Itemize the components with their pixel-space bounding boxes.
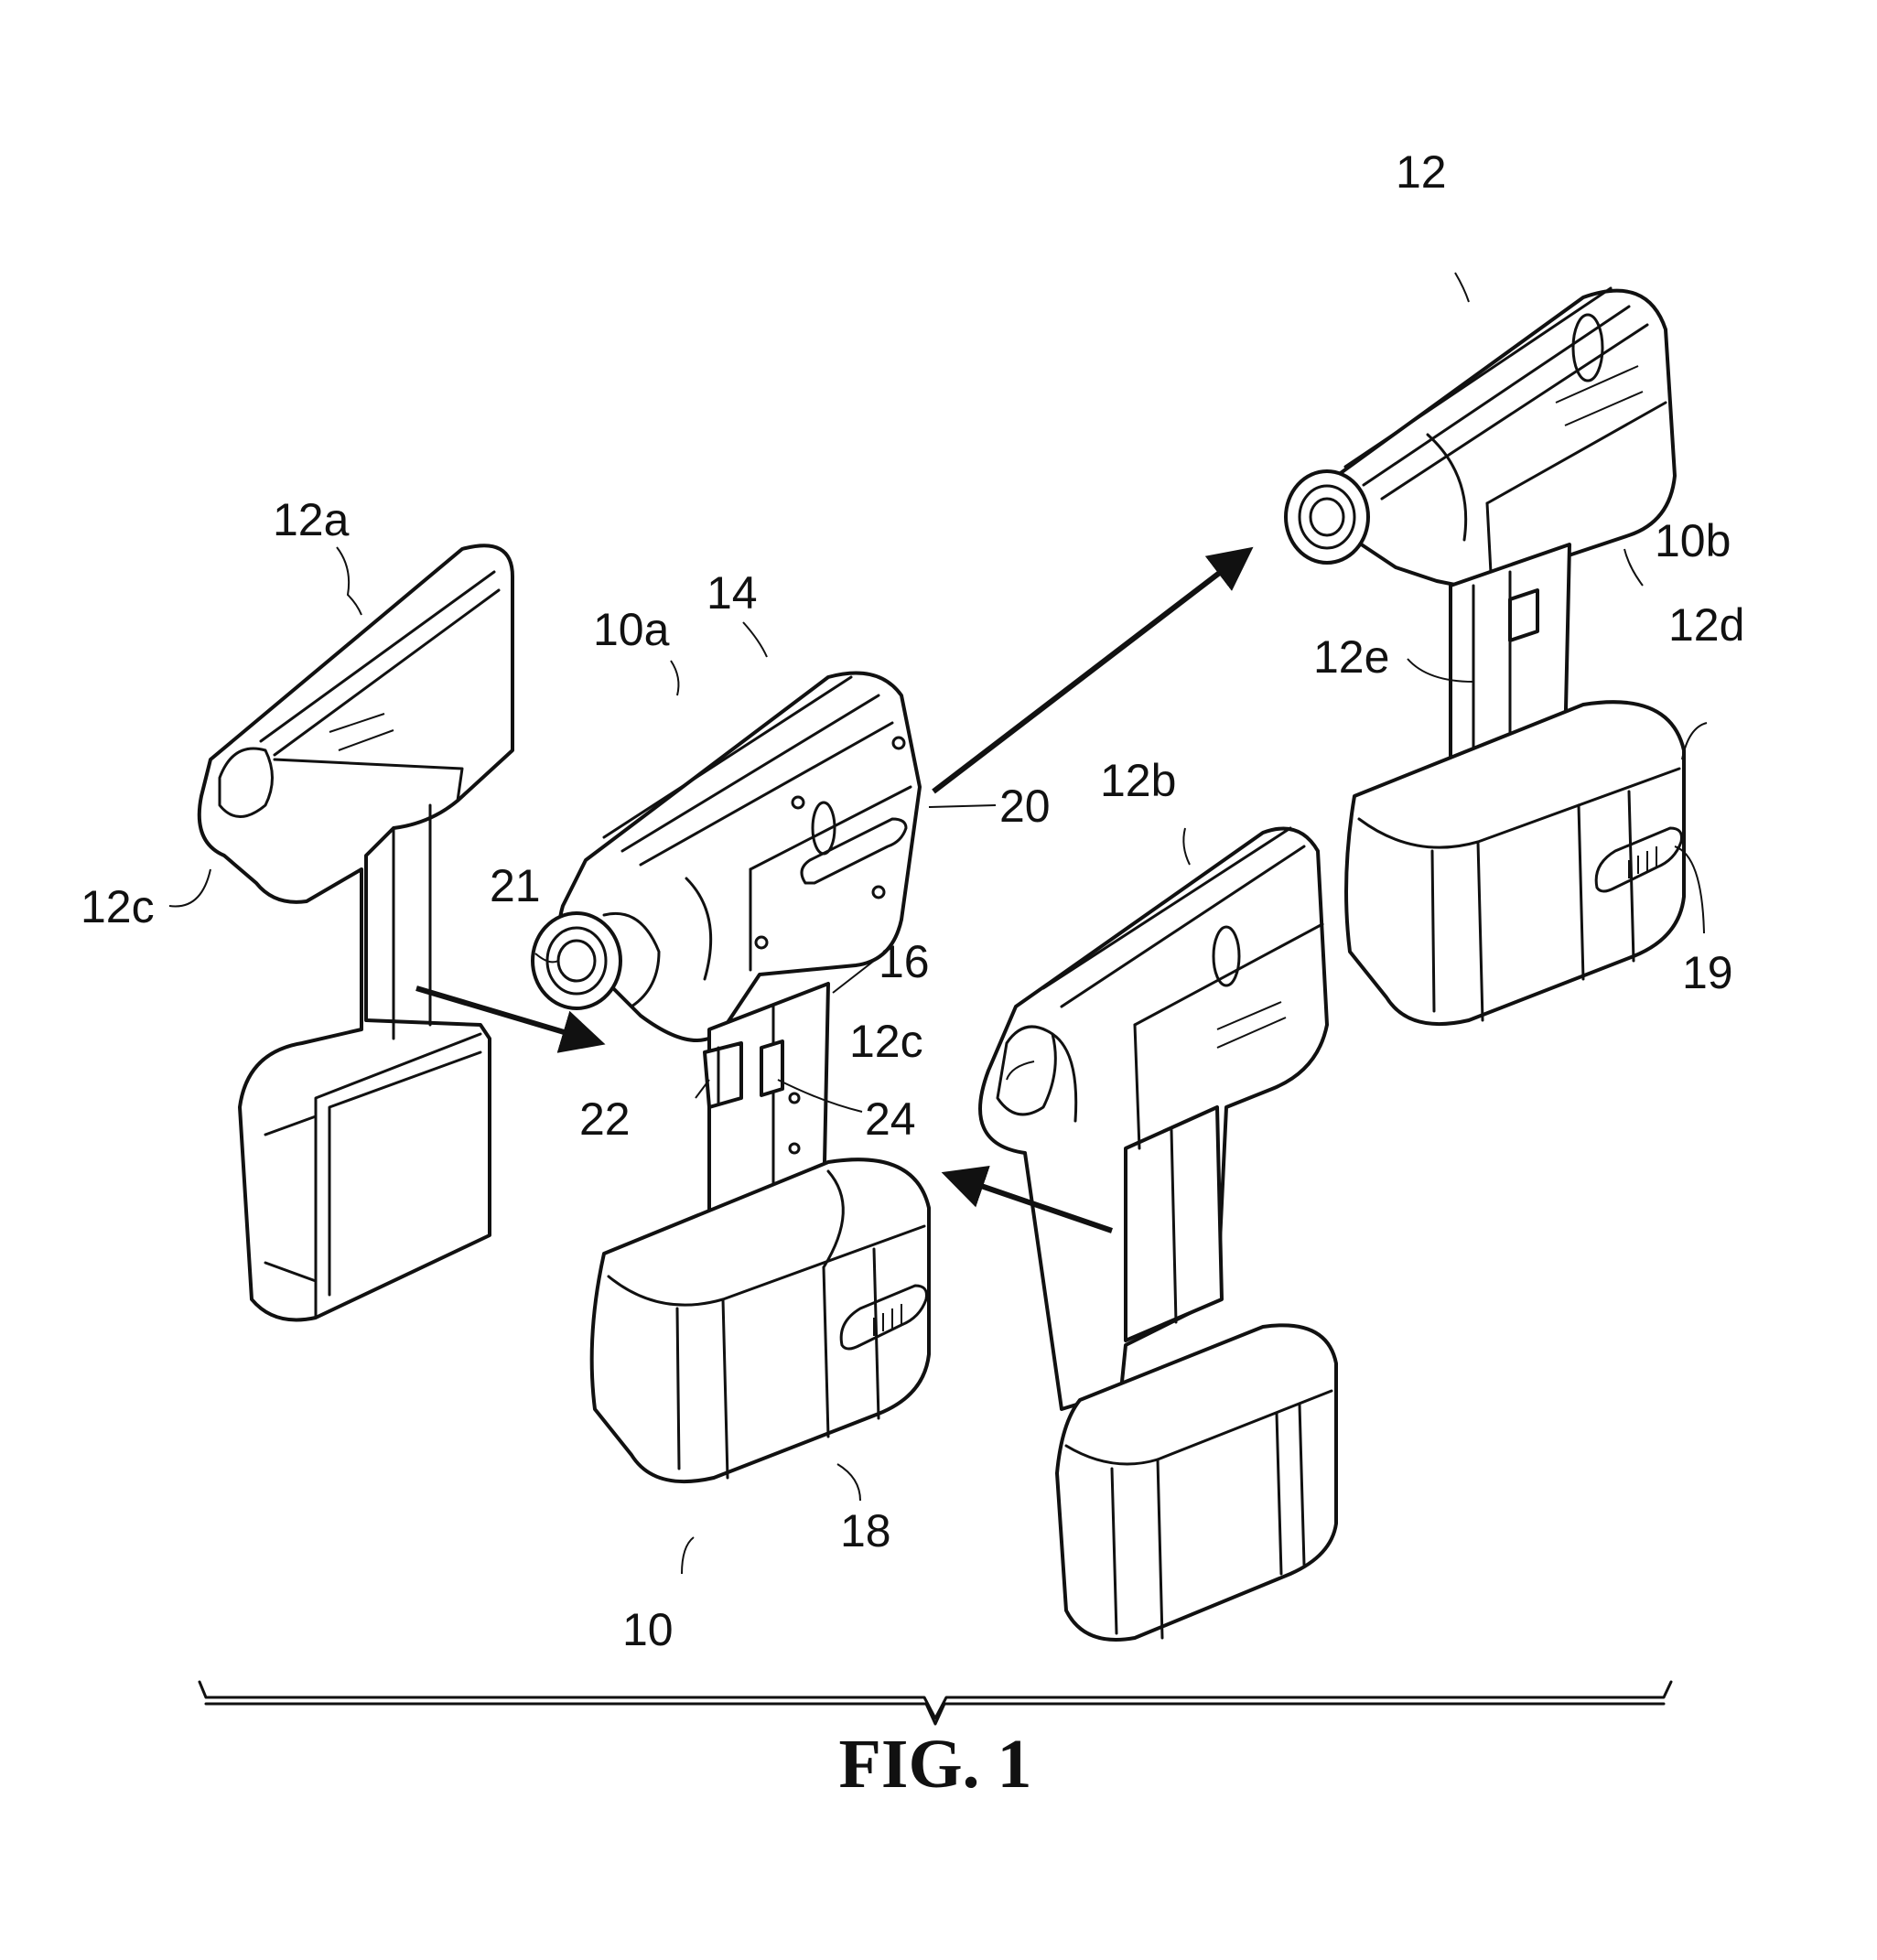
- cover-half-12b-drawing: [980, 828, 1336, 1640]
- label-10a: 10a: [593, 604, 670, 655]
- label-10b: 10b: [1655, 515, 1731, 566]
- label-19: 19: [1682, 947, 1733, 998]
- label-12c-right: 12c: [849, 1016, 923, 1067]
- arrow-10a-to-10b: [933, 554, 1245, 792]
- cover-half-12a-drawing: [200, 545, 512, 1319]
- label-21: 21: [490, 860, 541, 911]
- label-14: 14: [707, 567, 758, 619]
- label-16: 16: [879, 936, 930, 987]
- label-12d: 12d: [1668, 599, 1744, 651]
- label-12e: 12e: [1313, 631, 1389, 683]
- tool-10a-drawing: [533, 673, 929, 1482]
- label-12: 12: [1396, 146, 1447, 198]
- label-12b: 12b: [1100, 755, 1176, 806]
- figure-caption: FIG. 1: [838, 1726, 1031, 1803]
- label-24: 24: [865, 1093, 916, 1145]
- label-18: 18: [840, 1505, 891, 1556]
- label-12a: 12a: [273, 494, 350, 545]
- label-22: 22: [579, 1093, 631, 1145]
- label-10: 10: [622, 1604, 674, 1655]
- label-20: 20: [999, 781, 1051, 832]
- assembly-brace: [200, 1682, 1671, 1724]
- label-12c-left: 12c: [81, 881, 155, 932]
